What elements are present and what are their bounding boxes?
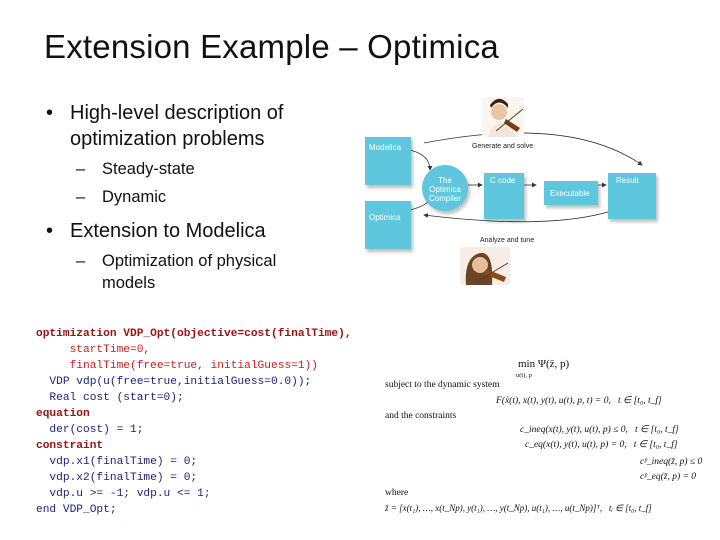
math-subject-to: subject to the dynamic system	[385, 380, 500, 390]
code-line: end VDP_Opt;	[36, 504, 117, 516]
math-objective: min Ψ(z̄, p)	[518, 358, 570, 370]
bullet-glyph: •	[46, 102, 54, 124]
math-ineq-constraint: c_ineq(x(t), y(t), u(t), p) ≤ 0, t ∈ [t₀…	[520, 425, 679, 435]
optimica-code-listing: optimization VDP_Opt(objective=cost(fina…	[36, 326, 352, 518]
code-line: vdp.u >= -1; vdp.u <= 1;	[36, 488, 211, 500]
sub-bullet-text: Steady-state	[102, 160, 195, 178]
bullet-item: • Extension to Modelica	[40, 218, 330, 244]
bullet-text: Extension to Modelica	[70, 220, 266, 242]
dash-glyph: –	[76, 160, 86, 178]
bullet-glyph: •	[46, 220, 54, 242]
compiler-line: The	[438, 176, 452, 185]
code-line: startTime=0,	[36, 344, 151, 356]
math-where: where	[385, 488, 409, 498]
sub-bullet-item: – Optimization of physical models	[40, 250, 330, 294]
sub-bullet-text: Dynamic	[102, 188, 167, 206]
workflow-diagram: Modelica Optimica The Optimica Compiler …	[360, 95, 700, 285]
violinist-photo-top	[482, 97, 524, 137]
sub-bullet-item: – Dynamic	[40, 186, 330, 208]
bullet-item: • High-level description of optimization…	[40, 100, 330, 152]
sub-bullet-item: – Steady-state	[40, 158, 330, 180]
c-code-box: C code	[484, 173, 524, 219]
c-code-label: C code	[490, 176, 516, 185]
bullet-text: High-level description of optimization p…	[70, 102, 284, 150]
compiler-circle: The Optimica Compiler	[422, 165, 468, 211]
code-line: vdp.x1(finalTime) = 0;	[36, 456, 198, 468]
math-objective-subscript: u(t), p	[516, 372, 532, 379]
code-line: vdp.x2(finalTime) = 0;	[36, 472, 198, 484]
math-and-constraints: and the constraints	[385, 411, 457, 421]
result-box: Result	[608, 173, 656, 219]
math-z-definition: z̄ = [x(t₁), …, x(t_Np), y(t₁), …, y(t_N…	[385, 503, 652, 513]
executable-box: Executable	[544, 181, 598, 205]
sub-bullet-text: Optimization of physical models	[102, 252, 277, 292]
code-line: der(cost) = 1;	[36, 424, 144, 436]
code-line: Real cost (start=0);	[36, 392, 184, 404]
analyze-label: Analyze and tune	[480, 237, 535, 244]
dash-glyph: –	[76, 188, 86, 206]
math-point-ineq: cᵖ_ineq(z̄, p) ≤ 0	[640, 457, 703, 467]
executable-label: Executable	[550, 189, 590, 198]
bullet-list: • High-level description of optimization…	[40, 100, 330, 294]
compiler-line: Compiler	[428, 194, 461, 203]
modelica-label: Modelica	[369, 143, 402, 152]
dash-glyph: –	[76, 252, 86, 270]
generate-label: Generate and solve	[472, 143, 534, 150]
optimica-box: Optimica	[365, 201, 411, 249]
code-line: finalTime(free=true, initialGuess=1))	[36, 360, 318, 372]
code-line: optimization VDP_Opt(objective=cost(fina…	[36, 328, 352, 340]
result-label: Result	[616, 176, 639, 185]
slide-title: Extension Example – Optimica	[44, 28, 499, 65]
code-line: equation	[36, 408, 90, 420]
math-dynamics: F(ẋ(t), x(t), y(t), u(t), p, t) = 0, t …	[496, 396, 662, 406]
math-eq-constraint: c_eq(x(t), y(t), u(t), p) = 0, t ∈ [t₀, …	[525, 440, 678, 450]
violinist-photo-bottom	[460, 247, 510, 285]
optimica-label: Optimica	[369, 213, 401, 222]
math-point-eq: cᵖ_eq(z̄, p) = 0	[640, 472, 697, 482]
compiler-line: Optimica	[429, 185, 461, 194]
code-line: VDP vdp(u(free=true,initialGuess=0.0));	[36, 376, 312, 388]
modelica-box: Modelica	[365, 137, 411, 185]
code-line: constraint	[36, 440, 104, 452]
